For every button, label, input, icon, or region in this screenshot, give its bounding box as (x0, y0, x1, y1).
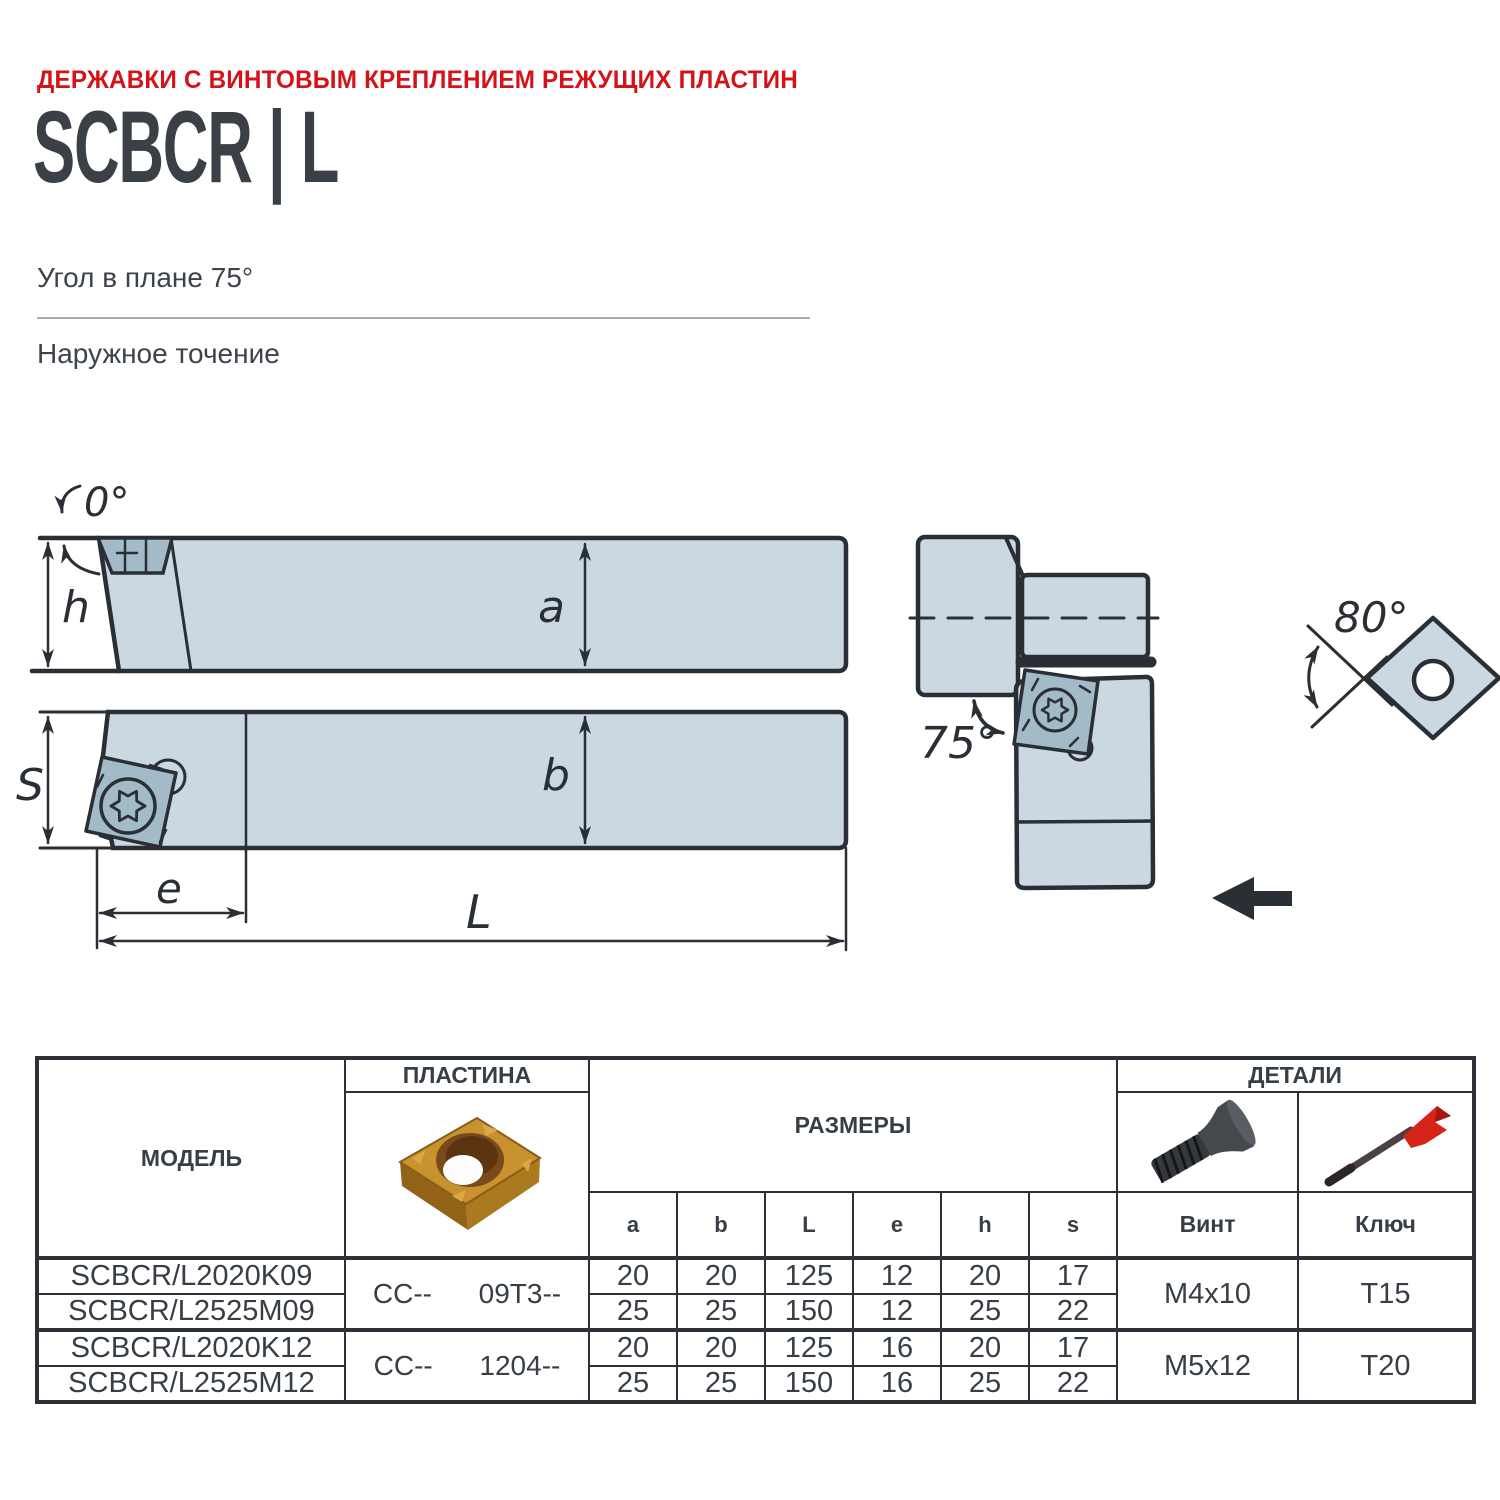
plate-photo-cell (344, 1091, 590, 1259)
spec-table: МОДЕЛЬ ПЛАСТИНА РАЗМЕРЫ ДЕТАЛИ (35, 1056, 1477, 1404)
dim-b-cell: 25 (676, 1293, 766, 1331)
dim-e-cell: 12 (852, 1256, 942, 1295)
dim-b-cell: 20 (676, 1256, 766, 1295)
dim-e-cell: 16 (852, 1365, 942, 1403)
dim-a-cell: 25 (588, 1365, 678, 1403)
back-angle-arrow-upper (54, 484, 82, 514)
insert-hole (1411, 658, 1455, 702)
approach-angle-subtitle: Угол в плане 75° (37, 262, 254, 293)
screw-photo (1150, 1099, 1256, 1184)
table-row: SCBCR/L2525M12 25 25 150 16 25 22 (36, 1365, 1474, 1403)
table-row: SCBCR/L2020K12 CC-- 1204-- 20 20 125 16 … (36, 1328, 1476, 1403)
b-label: b (542, 750, 570, 801)
dim-col-e: e (852, 1191, 942, 1259)
dim-L-cell: 150 (764, 1293, 854, 1331)
page-title: SCBCR | L (33, 90, 339, 204)
dim-h-cell: 25 (940, 1365, 1030, 1403)
screw-cell: M5x12 (1116, 1328, 1300, 1403)
dim-L-cell: 150 (764, 1365, 854, 1403)
technical-drawing: 0° h a S b e L 75° 80° (0, 450, 1500, 1010)
plate-code-cell: CC-- 1204-- (344, 1328, 590, 1403)
screw-photo-cell (1116, 1091, 1300, 1193)
insert-photo (398, 1116, 542, 1230)
insert-angle-label: 80° (1334, 593, 1408, 642)
a-label: a (538, 582, 565, 633)
plate-code-cell: CC-- 09T3-- (344, 1256, 590, 1331)
toolholder-drawing-svg: 0° h a S b e L 75° 80° (16, 480, 1500, 952)
dim-h-cell: 20 (940, 1256, 1030, 1295)
side-view-insert (95, 536, 175, 575)
col-header-dimensions: РАЗМЕРЫ (587, 1057, 1119, 1193)
model-cell: SCBCR/L2525M09 (36, 1293, 346, 1331)
s-label: S (16, 760, 44, 811)
insert-shape-diagram (1303, 615, 1500, 741)
dim-b-cell: 25 (676, 1365, 766, 1403)
dim-h-cell: 20 (940, 1328, 1030, 1367)
top-view (38, 709, 849, 952)
key-photo-cell (1297, 1091, 1476, 1193)
col-header-plate: ПЛАСТИНА (344, 1057, 590, 1093)
workpiece-small-diameter (1019, 572, 1151, 660)
dim-b-cell: 20 (676, 1328, 766, 1367)
screw-cell: M4x10 (1116, 1256, 1300, 1331)
torx-screw-icon (1032, 687, 1078, 733)
dim-col-a: a (588, 1191, 678, 1259)
h-label: h (62, 582, 90, 633)
workpiece-large-diameter (915, 534, 1021, 698)
dim-col-L: L (764, 1191, 854, 1259)
dim-L-cell: 125 (764, 1328, 854, 1367)
col-header-model: МОДЕЛЬ (36, 1057, 346, 1259)
dim-s-cell: 17 (1027, 1256, 1119, 1295)
dim-h-cell: 25 (940, 1293, 1030, 1331)
main-angle-arc (971, 699, 1005, 736)
end-view (908, 534, 1292, 920)
col-header-key: Ключ (1297, 1191, 1476, 1259)
dim-a-cell: 25 (588, 1293, 678, 1331)
dim-col-b: b (676, 1191, 766, 1259)
top-view-insert (84, 755, 178, 849)
feed-direction-arrow-icon (1212, 877, 1292, 920)
col-header-screw: Винт (1116, 1191, 1300, 1259)
dim-e-cell: 12 (852, 1293, 942, 1331)
dim-col-s: s (1027, 1191, 1119, 1259)
dim-e-cell: 16 (852, 1328, 942, 1367)
dim-s-cell: 22 (1027, 1365, 1119, 1403)
side-view (29, 484, 849, 674)
model-cell: SCBCR/L2525M12 (36, 1365, 346, 1403)
back-angle-arrow-lower (61, 544, 101, 576)
e-label: e (156, 864, 182, 913)
model-cell: SCBCR/L2020K09 (36, 1256, 346, 1295)
dim-col-h: h (940, 1191, 1030, 1259)
page-eyebrow: ДЕРЖАВКИ С ВИНТОВЫМ КРЕПЛЕНИЕМ РЕЖУЩИХ П… (37, 66, 798, 94)
dim-a-cell: 20 (588, 1256, 678, 1295)
wrench-photo (1324, 1106, 1451, 1187)
end-view-insert (1012, 668, 1100, 756)
dim-L-cell: 125 (764, 1256, 854, 1295)
operation-label: Наружное точение (37, 338, 280, 369)
key-cell: T20 (1297, 1328, 1476, 1403)
dim-a-cell: 20 (588, 1328, 678, 1367)
back-angle-label: 0° (84, 480, 129, 526)
col-header-parts: ДЕТАЛИ (1116, 1057, 1476, 1093)
dim-s-cell: 22 (1027, 1293, 1119, 1331)
torx-screw-icon (99, 777, 157, 835)
table-row: SCBCR/L2020K09 CC-- 09T3-- 20 20 125 12 … (36, 1256, 1476, 1331)
main-angle-label: 75° (920, 718, 998, 769)
l-label: L (466, 885, 492, 939)
dim-s-cell: 17 (1027, 1328, 1119, 1367)
key-cell: T15 (1297, 1256, 1476, 1331)
divider-rule (37, 317, 810, 319)
insert-angle-arc (1303, 645, 1320, 709)
table-row: SCBCR/L2525M09 25 25 150 12 25 22 (36, 1293, 1474, 1331)
model-cell: SCBCR/L2020K12 (36, 1328, 346, 1367)
